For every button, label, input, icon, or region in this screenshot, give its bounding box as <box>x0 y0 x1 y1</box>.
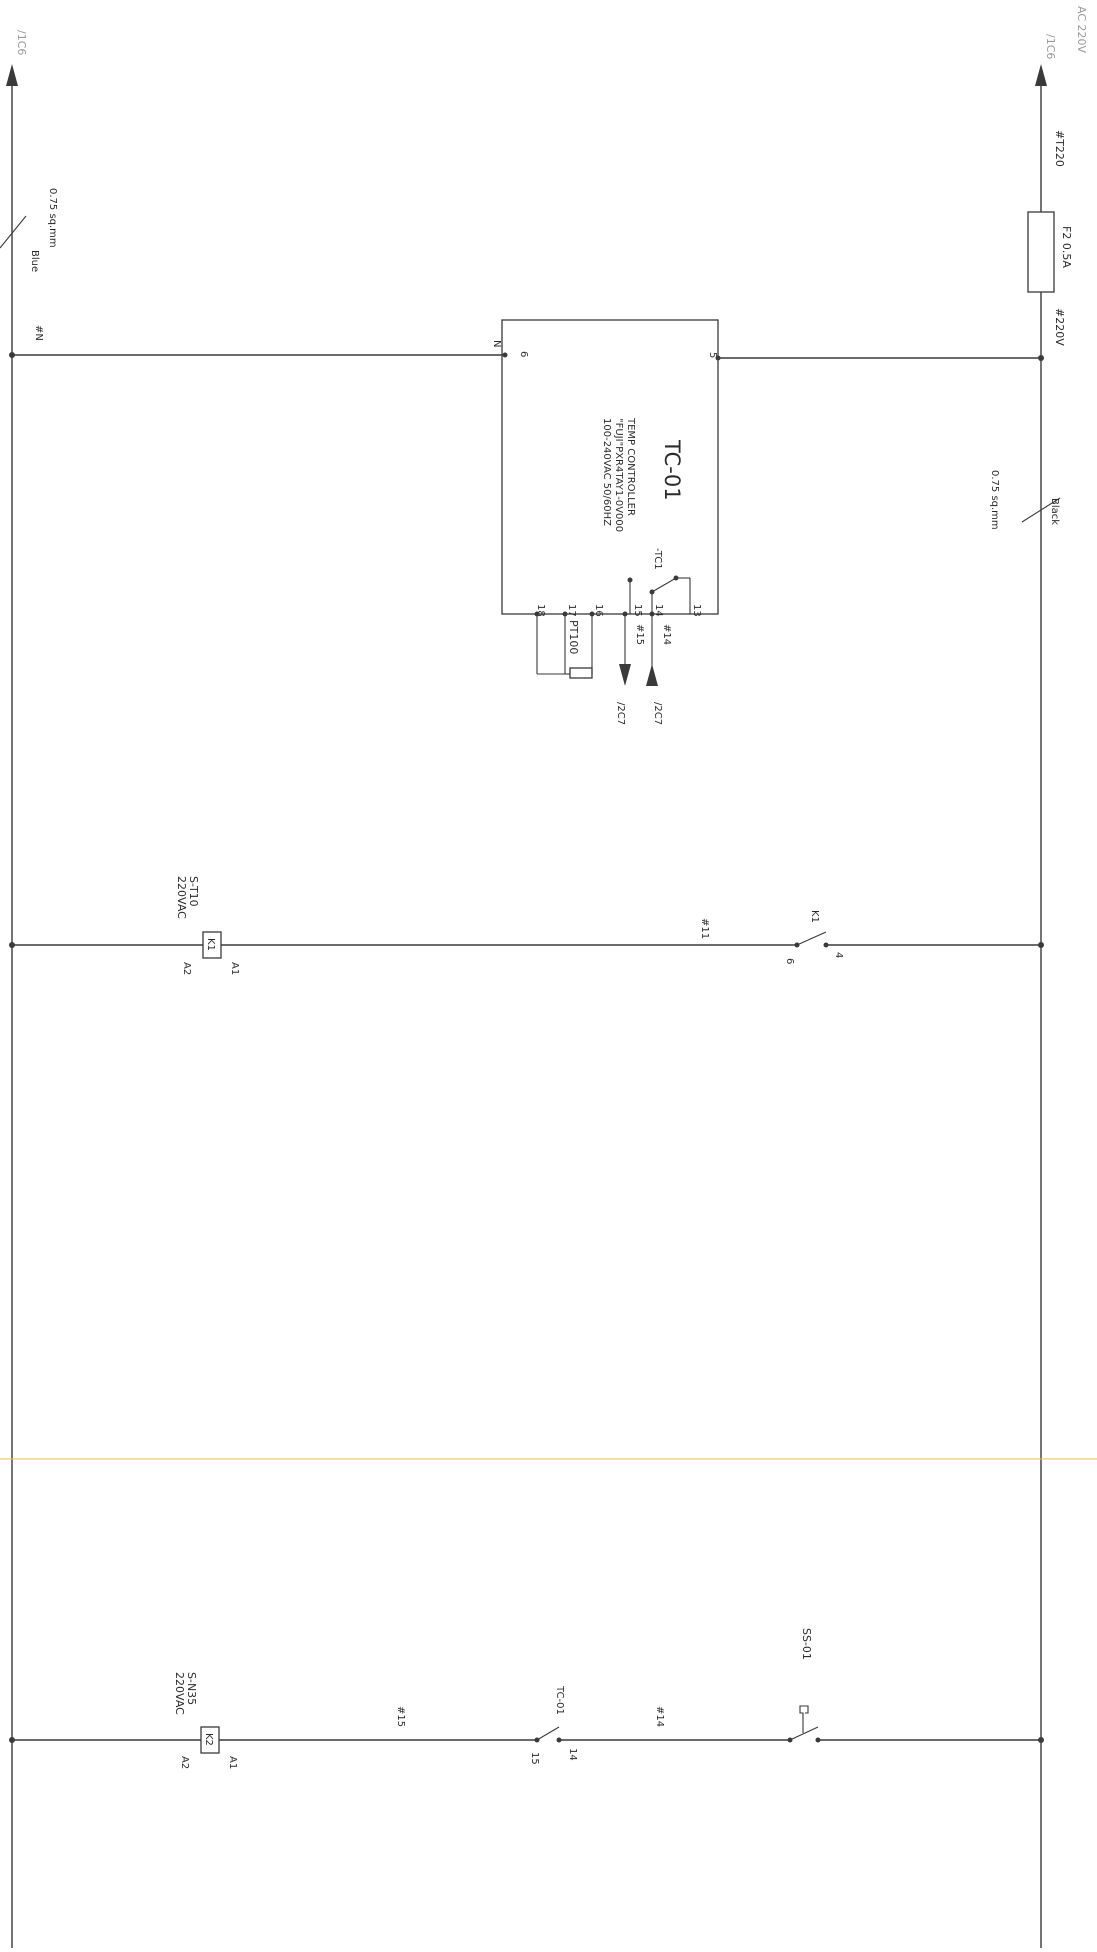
relay-k2-type: S-N35 <box>185 1672 198 1705</box>
pt100-label: PT100 <box>567 620 580 654</box>
fuse-tag: F2 0.5A <box>1060 226 1073 268</box>
coil-k2-label: K2 <box>203 1733 214 1746</box>
down-arrow-icon <box>619 664 631 686</box>
terminal-16: 16 <box>593 604 604 617</box>
fuse-wire-in: #T220 <box>1053 130 1066 167</box>
fuse-wire-out: #220V <box>1053 308 1066 346</box>
contact-k1-terminal-6: 6 <box>784 958 795 964</box>
controller-contact-label: -TC1 <box>652 548 663 570</box>
line-wire-marker: Black 0.75 sq.mm <box>989 470 1061 530</box>
neutral-wire-size: 0.75 sq.mm <box>47 188 58 248</box>
controller-line3: 100-240VAC 50/60HZ <box>601 418 612 526</box>
coil-k2-a1: A1 <box>227 1756 238 1769</box>
terminal-13: 13 <box>691 604 702 617</box>
neutral-wire-color: Blue <box>29 250 40 272</box>
contact-k1-label: K1 <box>809 910 820 923</box>
terminal-5: 5 <box>707 352 718 358</box>
line-wire-color: Black <box>1049 498 1060 525</box>
neutral-wire-number: #N <box>33 325 44 341</box>
controller-box <box>501 319 719 615</box>
up-arrow-icon <box>6 64 18 86</box>
line-rail <box>1035 64 1047 1948</box>
pt100-sensor: PT100 <box>534 611 595 679</box>
neutral-wire-marker: 0.75 sq.mm Blue #N <box>0 188 58 341</box>
rung-1: K1 S-T10 220VAC A1 A2 #11 K1 4 6 <box>9 876 1044 975</box>
wire-14-label: #14 <box>661 624 672 645</box>
coil-k1-a1: A1 <box>229 962 240 975</box>
tc-contact-terminal-14: 14 <box>567 1748 578 1761</box>
up-arrow-icon <box>646 664 658 686</box>
coil-k2-a2: A2 <box>179 1756 190 1769</box>
contact-k1-terminal-4: 4 <box>833 952 844 958</box>
tc-contact-terminal-15: 15 <box>529 1752 540 1765</box>
neutral-rail <box>6 64 18 1948</box>
terminal-17: 17 <box>566 604 577 617</box>
terminal-6: 6 <box>518 351 529 357</box>
coil-k1-label: K1 <box>205 938 216 951</box>
terminal-14: 14 <box>653 604 664 617</box>
up-arrow-icon <box>1035 64 1047 86</box>
terminal-n: N <box>491 340 502 347</box>
terminal-18: 18 <box>535 604 546 617</box>
temp-controller-tc01: N 6 5 TC-01 TEMP CONTROLLER "FUJI"PXR4TA… <box>9 319 1044 725</box>
wire-14-rung2-label: #14 <box>654 1706 665 1727</box>
left-rail-reference: /1C6 <box>15 30 28 55</box>
wire-11-label: #11 <box>699 918 710 939</box>
selector-switch-icon <box>799 1705 809 1733</box>
coil-k1-a2: A2 <box>181 962 192 975</box>
controller-line2: "FUJI"PXR4TAY1-0V000 <box>613 418 624 532</box>
selector-switch-label: SS-01 <box>800 1628 813 1660</box>
supply-label: AC 220V <box>1075 6 1088 54</box>
relay-k1-type: S-T10 <box>187 876 200 907</box>
ref-14: /2C7 <box>652 702 663 725</box>
tc-contact-label: TC-01 <box>554 1685 565 1715</box>
wire-15-rung2-label: #15 <box>395 1706 406 1727</box>
terminal-15: 15 <box>632 604 643 617</box>
right-rail-reference: /1C6 <box>1044 34 1057 59</box>
wire-15-label: #15 <box>634 624 645 645</box>
controller-tag: TC-01 <box>660 439 684 501</box>
fuse-f2: #T220 F2 0.5A #220V <box>1027 130 1073 346</box>
rung-2: K2 S-N35 220VAC A1 A2 #15 #14 TC-01 14 1… <box>9 1628 1044 1769</box>
relay-k2-voltage: 220VAC <box>173 1672 186 1715</box>
relay-k1-voltage: 220VAC <box>175 876 188 919</box>
line-wire-size: 0.75 sq.mm <box>989 470 1000 530</box>
controller-line1: TEMP CONTROLLER <box>625 417 636 516</box>
ref-15: /2C7 <box>615 702 626 725</box>
